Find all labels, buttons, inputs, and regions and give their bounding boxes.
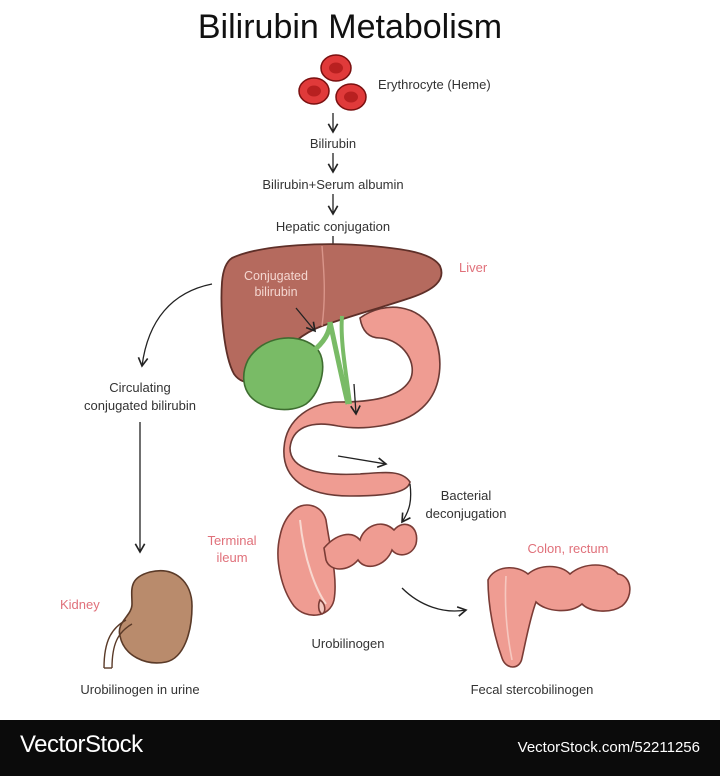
erythrocyte-label: Erythrocyte (Heme) (378, 77, 491, 92)
albumin-label: Bilirubin+Serum albumin (262, 177, 403, 192)
conjugated-bilirubin-label-1: Conjugated (244, 269, 308, 283)
bile-duct-icon (310, 315, 352, 405)
arrow-conjugated-to-duct (295, 307, 317, 333)
arrow-ileum-to-colon (401, 587, 468, 617)
diagram-canvas: Bilirubin Metabolism Erythrocyte (Heme) … (60, 8, 631, 697)
terminal-ileum-label-1: Terminal (207, 533, 256, 548)
arrow-duct-to-duodenum (350, 383, 361, 416)
kidney-icon (103, 569, 193, 669)
hepatic-conjugation-label: Hepatic conjugation (276, 219, 390, 234)
footer-bar: VectorStock VectorStock.com/52211256 (0, 720, 720, 776)
arrow-deconjugation (401, 483, 412, 524)
colon-icon (487, 564, 631, 668)
urobilinogen-label: Urobilinogen (312, 636, 385, 651)
kidney-label: Kidney (60, 597, 100, 612)
erythrocyte-icon (298, 54, 367, 111)
urine-label: Urobilinogen in urine (80, 682, 199, 697)
circulating-label-1: Circulating (109, 380, 170, 395)
bilirubin-label: Bilirubin (310, 136, 356, 151)
duodenum-icon (283, 306, 441, 497)
liver-label: Liver (459, 260, 488, 275)
brand-logo[interactable]: VectorStock (20, 731, 143, 758)
bacterial-label-2: deconjugation (426, 506, 507, 521)
arrow-through-duodenum (337, 455, 388, 469)
stock-id-link[interactable]: VectorStock.com/52211256 (517, 739, 700, 756)
colon-label: Colon, rectum (528, 541, 609, 556)
fecal-label: Fecal stercobilinogen (471, 682, 594, 697)
page-title: Bilirubin Metabolism (198, 8, 502, 46)
gallbladder-icon (242, 337, 324, 411)
bacterial-label-1: Bacterial (441, 488, 492, 503)
circulating-label-2: conjugated bilirubin (84, 398, 196, 413)
terminal-ileum-icon (277, 504, 418, 616)
conjugated-bilirubin-label-2: bilirubin (254, 285, 297, 299)
terminal-ileum-label-2: ileum (216, 550, 247, 565)
arrow-liver-to-circulation (137, 283, 213, 368)
